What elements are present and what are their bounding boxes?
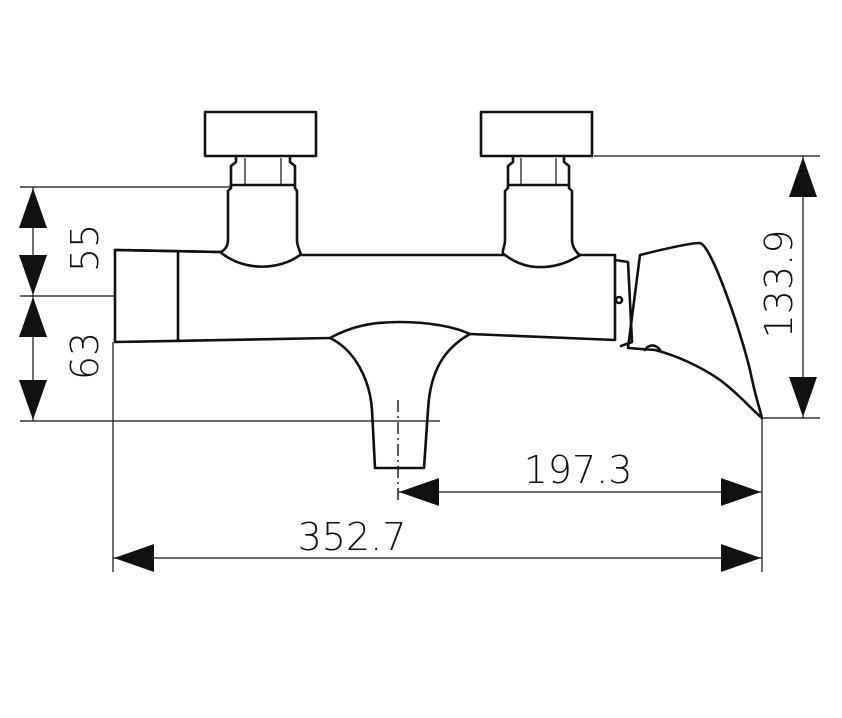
dimension-55-label: 55 [63,224,107,272]
left-handle [203,110,318,158]
dimension-197-3: 197.3 [398,448,762,506]
mixer-body [113,248,617,344]
right-valve [479,110,594,257]
dimension-352-7-label: 352.7 [298,515,407,559]
dimension-352-7: 352.7 [113,515,762,572]
left-valve [203,110,318,257]
right-handle [479,110,594,158]
diverter-lever [613,241,764,420]
right-nut [506,154,571,187]
bath-spout [328,332,472,470]
dimension-63-label: 63 [63,332,107,380]
dimension-133-9-label: 133.9 [757,230,801,339]
dimension-55: 55 [19,187,107,296]
dimension-63: 63 [19,296,107,421]
dimension-197-3-label: 197.3 [524,448,633,492]
dimension-133-9: 133.9 [757,156,817,418]
left-nut [229,154,297,187]
